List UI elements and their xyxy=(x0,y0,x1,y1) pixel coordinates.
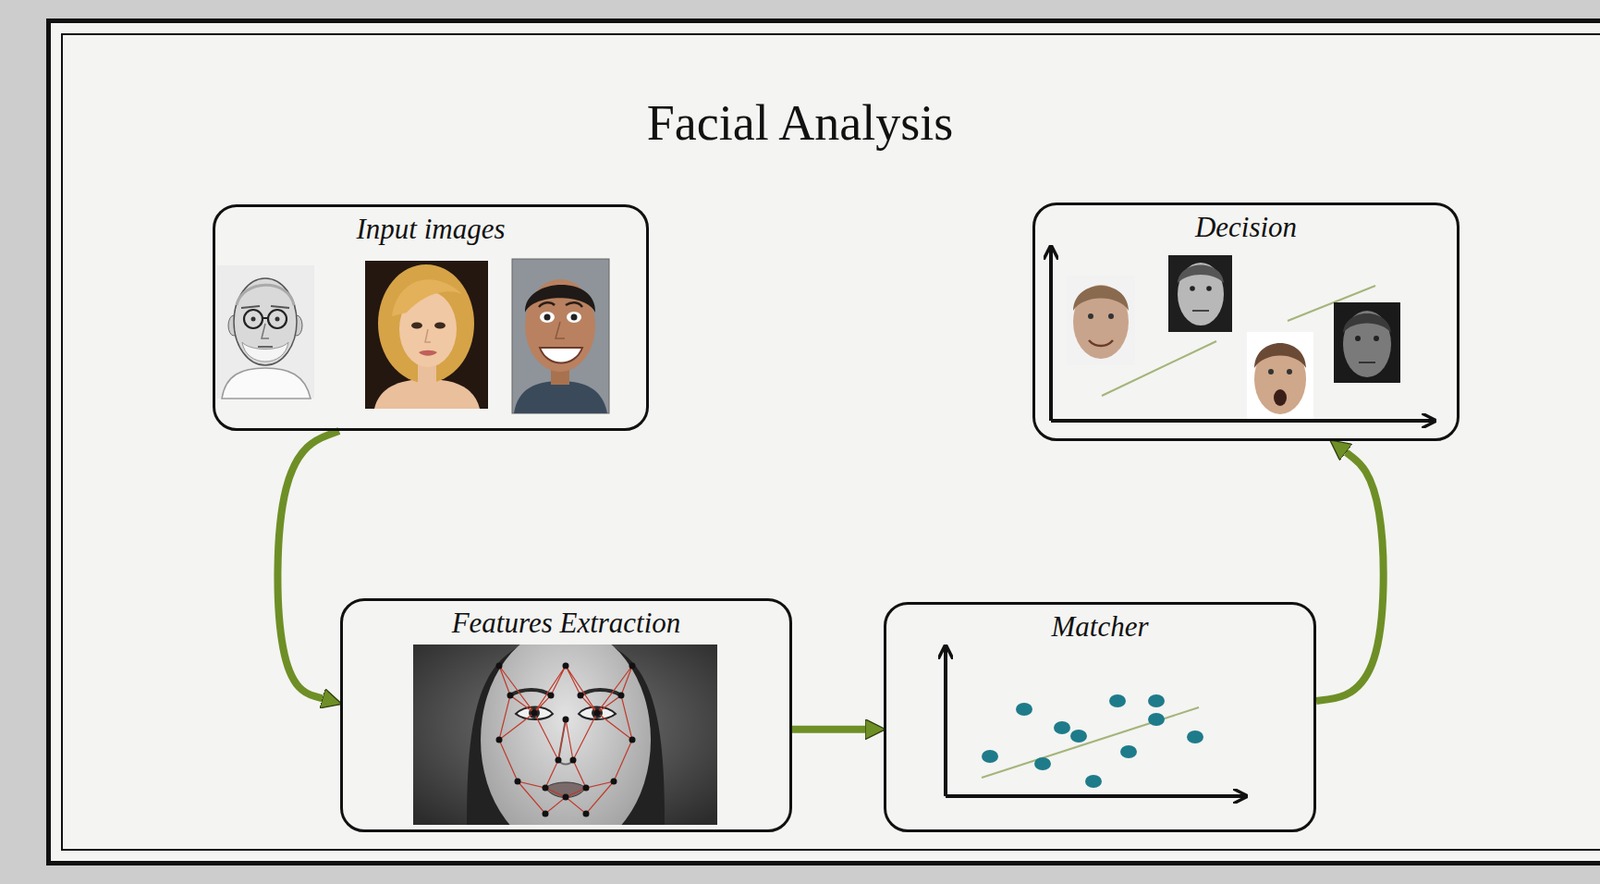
eye xyxy=(1268,368,1274,375)
photo-ground xyxy=(1333,302,1401,383)
eye xyxy=(566,311,582,323)
photo-ground xyxy=(1168,255,1233,332)
face-photo-old-man xyxy=(216,265,315,399)
eye xyxy=(1087,313,1094,319)
plot-axis xyxy=(1049,247,1053,421)
eye xyxy=(434,322,446,330)
eye xyxy=(1206,285,1212,292)
box-heading: Decision xyxy=(1035,205,1457,245)
landmark-points xyxy=(496,662,636,818)
photo-ground xyxy=(216,265,315,399)
head xyxy=(525,279,596,372)
face-thumbnail xyxy=(1066,275,1136,366)
box-heading: Matcher xyxy=(886,604,1314,644)
mouth xyxy=(257,345,273,348)
flow-arrow xyxy=(277,430,339,698)
bangs xyxy=(391,279,463,317)
flow-arrow xyxy=(792,725,866,733)
eye xyxy=(251,317,257,322)
face xyxy=(1254,343,1307,415)
landmark-mesh xyxy=(499,665,633,814)
eye xyxy=(1355,335,1361,342)
nose xyxy=(261,323,269,339)
decision-plot xyxy=(1050,247,1434,421)
shirt xyxy=(221,367,311,399)
plot-axis xyxy=(943,647,948,796)
nose xyxy=(558,719,574,765)
eye xyxy=(275,317,281,322)
shirt xyxy=(513,380,608,414)
smile xyxy=(539,347,583,364)
lips xyxy=(418,350,438,356)
box-heading: Features Extraction xyxy=(342,600,790,640)
hair xyxy=(378,264,475,383)
hair xyxy=(1177,265,1224,284)
beard xyxy=(242,341,289,362)
photo-ground xyxy=(1246,331,1314,419)
head xyxy=(233,278,297,366)
hair xyxy=(236,284,294,306)
hair xyxy=(1343,313,1392,333)
face-thumbnail xyxy=(1168,255,1233,332)
glasses-bridge xyxy=(262,317,269,319)
flow-arrow xyxy=(1316,451,1384,701)
mouth xyxy=(1192,309,1210,312)
diagram-title: Facial Analysis xyxy=(0,96,1600,151)
eye xyxy=(515,707,553,721)
eyebrows xyxy=(510,689,622,696)
process-box: Features Extraction xyxy=(340,598,793,832)
face xyxy=(1343,310,1392,378)
face xyxy=(1177,262,1224,326)
process-box: Decision xyxy=(1032,202,1460,441)
eye xyxy=(1286,368,1293,375)
face xyxy=(1073,284,1129,359)
process-box: Input images xyxy=(212,204,649,431)
nose xyxy=(425,329,431,342)
eye xyxy=(1189,285,1196,292)
open-mouth xyxy=(1273,389,1287,406)
eye xyxy=(539,311,555,323)
matcher-plot xyxy=(945,647,1246,796)
data-points xyxy=(981,694,1204,788)
hair xyxy=(525,284,596,313)
face xyxy=(480,644,651,825)
photo-ground xyxy=(365,260,489,409)
photo-ground xyxy=(1066,275,1136,366)
plot-axis xyxy=(1050,418,1434,423)
eyebrows xyxy=(538,302,583,307)
regression-line xyxy=(981,707,1199,778)
nose xyxy=(555,321,565,339)
eye xyxy=(1373,335,1380,342)
pupil xyxy=(544,314,551,321)
face-thumbnail xyxy=(1246,331,1314,419)
face-photo-woman xyxy=(365,260,489,409)
box-heading: Input images xyxy=(215,207,647,246)
hair xyxy=(1073,285,1129,311)
glasses xyxy=(268,309,287,329)
mouth xyxy=(1358,361,1376,364)
eye xyxy=(1108,313,1114,319)
face-thumbnail xyxy=(1333,302,1401,383)
plot-axis xyxy=(945,793,1246,798)
mouth xyxy=(1088,340,1113,346)
process-box: Matcher xyxy=(883,601,1317,832)
glasses xyxy=(244,309,263,329)
eyebrows xyxy=(241,305,290,308)
eye xyxy=(411,322,423,330)
face-photo-man xyxy=(512,258,610,414)
eye xyxy=(578,707,616,721)
feature-landmark-photo xyxy=(413,644,718,825)
photo-ground xyxy=(512,258,610,414)
hair xyxy=(1254,342,1307,368)
pupil xyxy=(571,314,578,321)
